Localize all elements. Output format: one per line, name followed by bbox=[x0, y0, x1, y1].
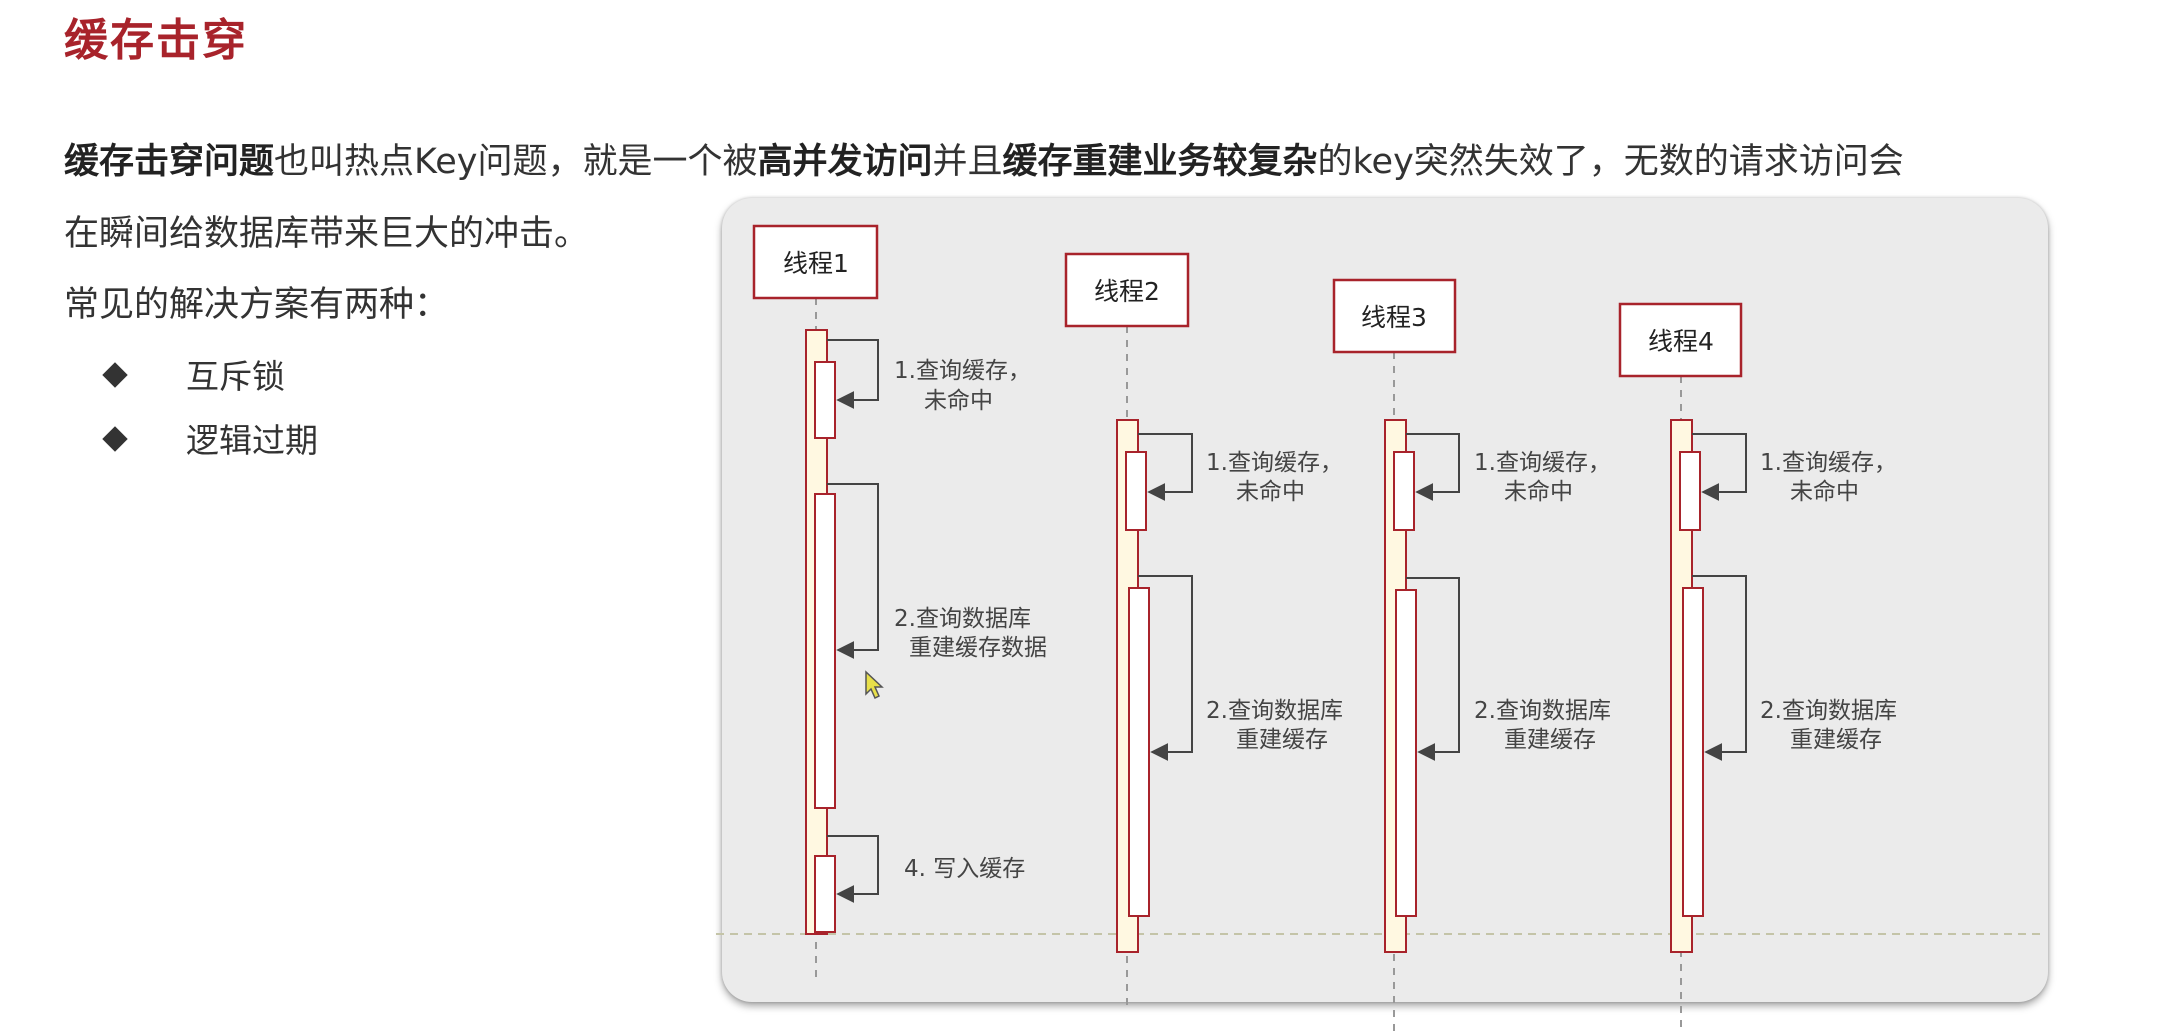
thread-label: 线程3 bbox=[1361, 303, 1427, 332]
step-label: 2.查询数据库 bbox=[1760, 698, 1897, 724]
step-label: 重建缓存 bbox=[1236, 727, 1328, 753]
self-call-arrow bbox=[827, 835, 879, 903]
step-label: 1.查询缓存， bbox=[894, 358, 1031, 384]
step-label: 4. 写入缓存 bbox=[904, 856, 1025, 882]
step-label: 未命中 bbox=[1236, 479, 1305, 505]
self-call-arrow bbox=[1692, 433, 1747, 501]
thread-1-activations bbox=[805, 329, 836, 935]
intro-bold-1: 缓存击穿问题 bbox=[64, 142, 275, 182]
intro-bold-3: 缓存重建业务较复杂 bbox=[1002, 142, 1318, 182]
step-label: 未命中 bbox=[1790, 479, 1859, 505]
slide-title: 缓存击穿 bbox=[64, 15, 248, 66]
thread-label: 线程1 bbox=[783, 249, 849, 278]
thread-header-1: 线程1 bbox=[752, 224, 879, 300]
step-label: 未命中 bbox=[1504, 479, 1573, 505]
step-label: 2.查询数据库 bbox=[894, 606, 1031, 632]
intro-text-3: 的key突然失效了，无数的请求访问会 bbox=[1317, 142, 1904, 182]
thread-3-activations bbox=[1384, 419, 1417, 953]
self-call-arrow bbox=[1406, 577, 1460, 761]
thread-header-2: 线程2 bbox=[1064, 252, 1190, 328]
step-label: 1.查询缓存， bbox=[1206, 450, 1343, 476]
thread-2-activations bbox=[1116, 419, 1150, 953]
solution-item: 互斥锁 bbox=[102, 350, 285, 398]
thread-4-activations bbox=[1670, 419, 1704, 953]
thread-header-4: 线程4 bbox=[1618, 302, 1743, 378]
step-label: 重建缓存 bbox=[1790, 727, 1882, 753]
thread-label: 线程2 bbox=[1094, 277, 1160, 306]
step-label: 重建缓存数据 bbox=[909, 635, 1047, 661]
mouse-cursor-icon bbox=[865, 670, 884, 700]
intro-text-4: 在瞬间给数据库带来巨大的冲击。 bbox=[64, 214, 590, 254]
solution-item: 逻辑过期 bbox=[102, 414, 318, 462]
step-label: 2.查询数据库 bbox=[1206, 698, 1343, 724]
self-call-arrow bbox=[827, 339, 879, 409]
self-call-arrow bbox=[1138, 433, 1193, 501]
solutions-title: 常见的解决方案有两种： bbox=[64, 285, 450, 325]
intro-bold-2: 高并发访问 bbox=[757, 142, 933, 182]
solution-label: 逻辑过期 bbox=[186, 421, 318, 460]
step-label: 重建缓存 bbox=[1504, 727, 1596, 753]
thread-label: 线程4 bbox=[1648, 327, 1714, 356]
intro-text-1: 也叫热点Key问题，就是一个被 bbox=[274, 142, 758, 182]
step-label: 2.查询数据库 bbox=[1474, 698, 1611, 724]
intro-paragraph: 缓存击穿问题也叫热点Key问题，就是一个被高并发访问并且缓存重建业务较复杂的ke… bbox=[64, 126, 2064, 270]
self-call-arrow bbox=[1692, 575, 1747, 761]
self-call-arrow bbox=[1138, 575, 1193, 761]
solution-label: 互斥锁 bbox=[186, 357, 285, 396]
intro-text-2: 并且 bbox=[932, 142, 1003, 182]
self-call-arrow bbox=[1406, 433, 1460, 501]
step-label: 未命中 bbox=[924, 388, 993, 414]
thread-header-3: 线程3 bbox=[1332, 278, 1457, 354]
self-call-arrow bbox=[827, 483, 879, 659]
step-label: 1.查询缓存， bbox=[1760, 450, 1897, 476]
step-label: 1.查询缓存， bbox=[1474, 450, 1611, 476]
